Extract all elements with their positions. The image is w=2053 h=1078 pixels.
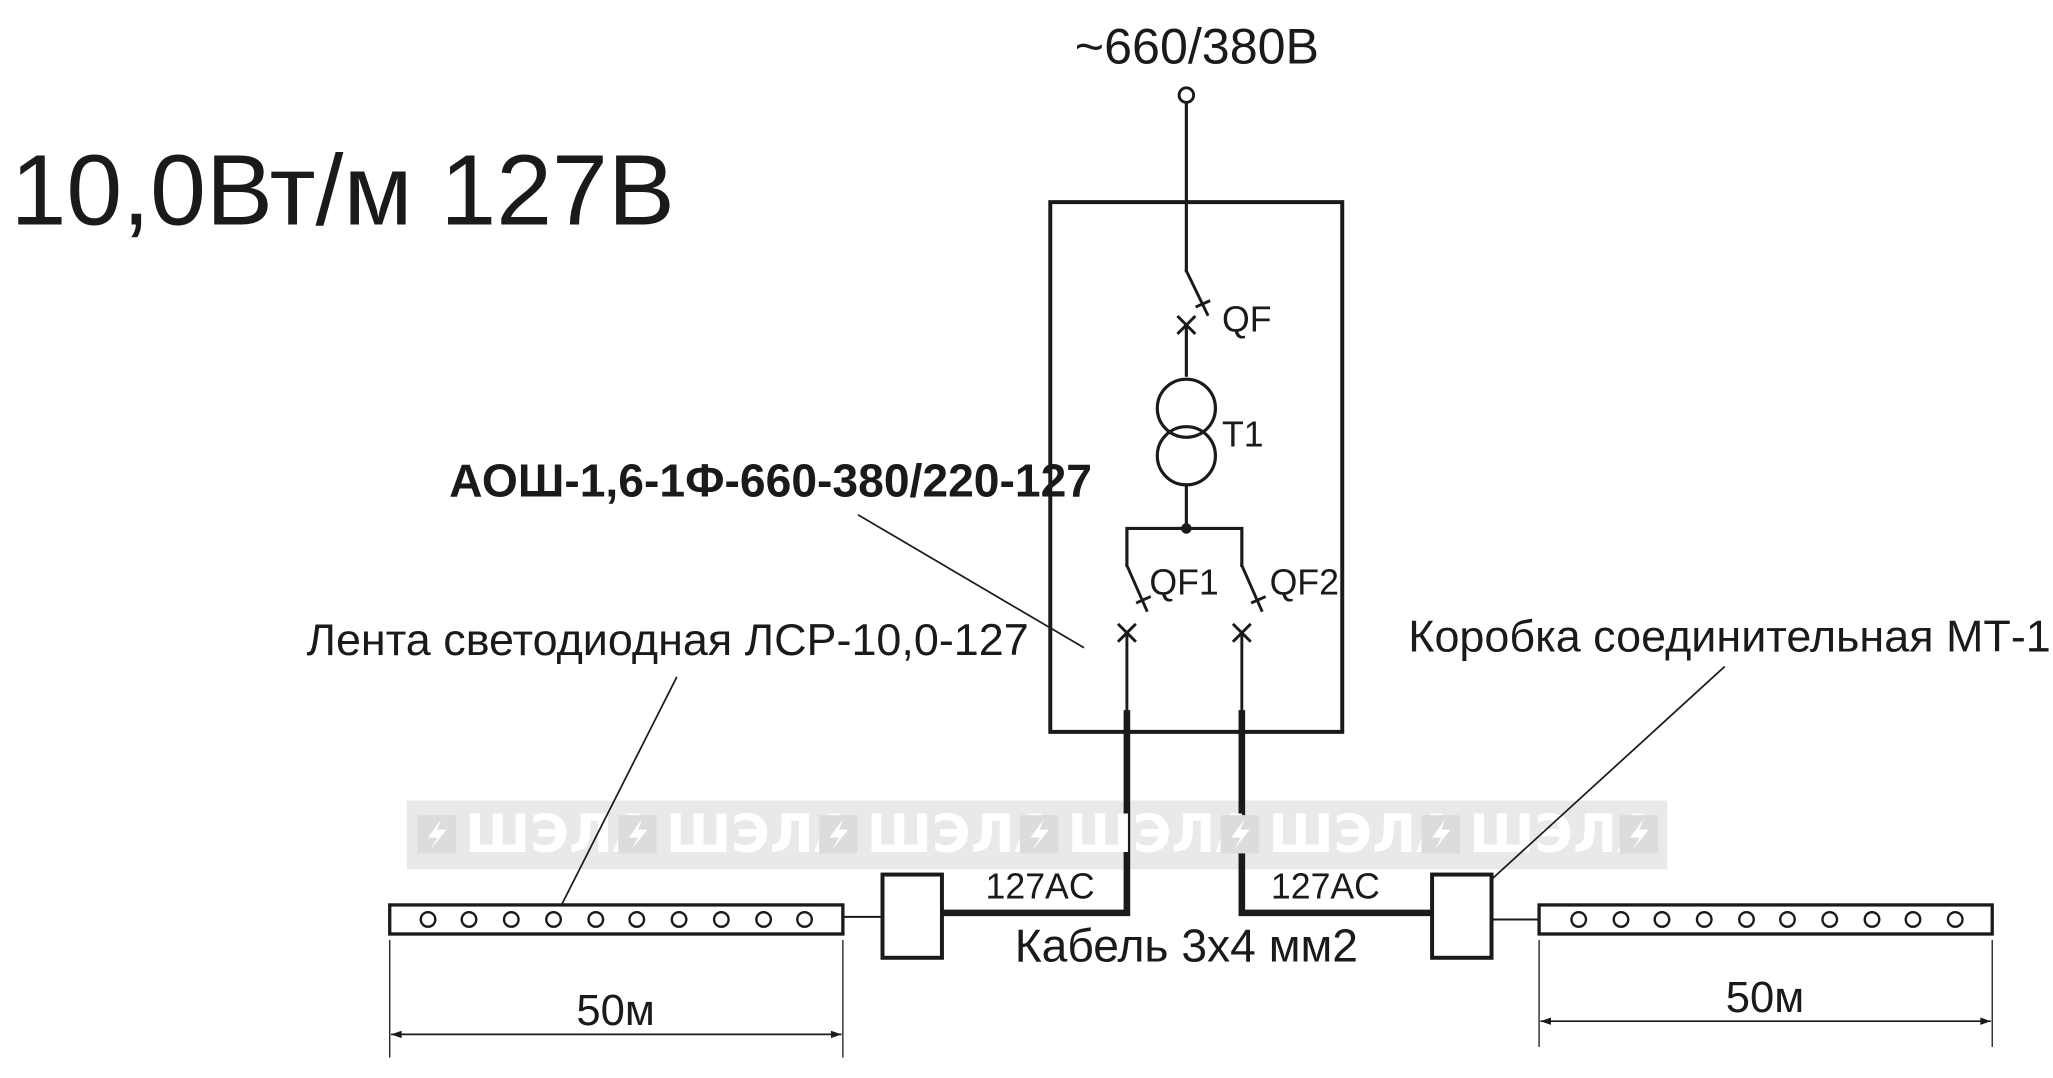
led-icon: [1904, 911, 1922, 928]
left-output-cable: [938, 710, 1131, 917]
diagram-title: 10,0Вт/м 127В: [11, 135, 675, 247]
lightning-logo-icon: [1421, 815, 1460, 854]
device-leader-line: [857, 514, 1085, 649]
led-icon: [1946, 911, 1964, 928]
led-icon: [1863, 911, 1881, 928]
led-strip-label: Лента светодиодная ЛСР-10,0-127: [306, 614, 1028, 665]
breaker-qf-icon: [1176, 268, 1211, 377]
breaker-qf1-icon: [1116, 563, 1152, 643]
cable-spec-label: Кабель 3х4 мм2: [1015, 920, 1358, 972]
lightning-logo-icon: [819, 815, 858, 854]
led-icon: [1570, 911, 1588, 928]
led-icon: [460, 911, 478, 928]
led-icon: [1738, 911, 1755, 928]
supply-terminal-icon: [1177, 86, 1196, 104]
led-icon: [1695, 911, 1713, 928]
lightning-logo-icon: [1220, 815, 1260, 854]
lightning-logo-icon: [1019, 815, 1059, 854]
breaker-qf2-label: QF2: [1270, 562, 1339, 602]
led-icon: [545, 911, 562, 928]
left-dimension: [389, 939, 844, 1058]
right-output-cable: [1238, 710, 1436, 917]
lightning-logo-icon: [1619, 815, 1658, 854]
led-icon: [587, 911, 605, 928]
breaker-qf1-label: QF1: [1149, 562, 1218, 602]
led-icon: [755, 911, 773, 928]
strip-leader-line: [555, 676, 678, 917]
led-icon: [1779, 911, 1796, 928]
device-enclosure: [1048, 200, 1345, 734]
left-length-label: 50м: [576, 987, 654, 1035]
device-model-label: АОШ-1,6-1Ф-660-380/220-127: [449, 455, 1092, 507]
led-icon: [1653, 911, 1671, 928]
junction-box-label: Коробка соединительная МТ-1: [1408, 610, 2050, 661]
lightning-logo-icon: [618, 815, 657, 854]
led-icon: [502, 911, 520, 928]
led-icon: [1821, 911, 1839, 928]
right-junction-box: [1430, 872, 1494, 960]
left-led-strip: [388, 903, 845, 936]
breaker-qf2-icon: [1231, 563, 1267, 643]
led-icon: [670, 911, 688, 928]
led-icon: [628, 911, 646, 928]
breaker-qf-label: QF: [1222, 300, 1272, 340]
transformer-t1-icon: [1155, 377, 1218, 534]
watermark: ШЭЛА ШЭЛА ШЭЛА ШЭЛА ШЭЛА ШЭЛА: [417, 804, 1658, 865]
transformer-t1-label: T1: [1222, 415, 1264, 455]
right-dimension: [1538, 939, 1993, 1047]
supply-voltage-label: ~660/380В: [1075, 18, 1319, 74]
left-junction-box: [880, 872, 944, 960]
output-bus: [1125, 526, 1244, 568]
junction-leader-line: [1465, 665, 1726, 904]
right-cable-voltage: 127AC: [1271, 866, 1380, 906]
left-cable-voltage: 127AC: [986, 866, 1095, 906]
right-led-strip: [1537, 903, 1994, 936]
lightning-logo-icon: [417, 815, 456, 854]
led-icon: [712, 911, 730, 928]
led-icon: [796, 911, 814, 928]
led-icon: [1612, 911, 1630, 928]
right-length-label: 50м: [1726, 974, 1804, 1022]
led-icon: [419, 911, 437, 928]
